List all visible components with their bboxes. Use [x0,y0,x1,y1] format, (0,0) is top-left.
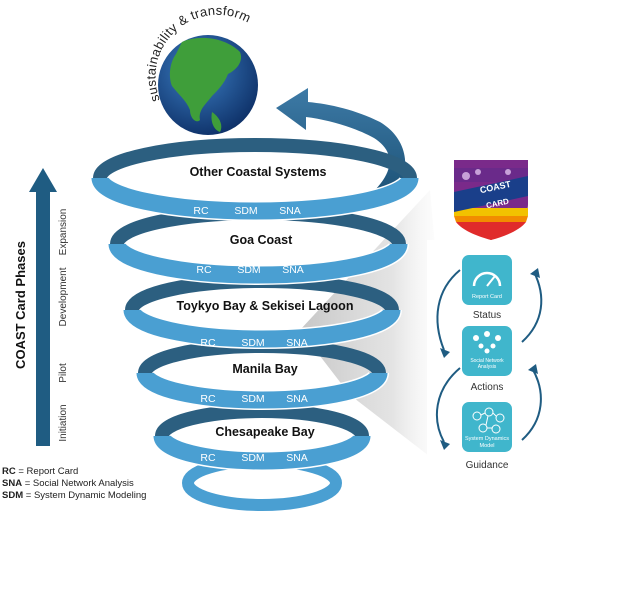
ring-1-sub-sdm: SDM [237,264,260,276]
legend-item-rc: RC = Report Card [2,466,79,477]
ring-1-sub-rc: RC [196,264,212,276]
gauge-icon [472,271,502,287]
ring-2-sub-sdm: SDM [241,337,264,349]
ring-4-sub-sna: SNA [286,452,308,464]
phase-label-development: Development [58,267,69,326]
cycle-tile-report-card: Report Card Status [462,255,512,321]
legend-item-sdm: SDM = System Dynamic Modeling [2,490,147,501]
ring-4-sub-sdm: SDM [241,452,264,464]
caption-guidance: Guidance [466,460,509,471]
phases-axis-head [29,168,57,192]
ring-4-sub-rc: RC [200,452,216,464]
ring-1-sub-sna: SNA [282,264,304,276]
phase-label-expansion: Expansion [58,209,69,256]
coast-card-badge: COAST CARD [454,160,528,240]
ring-front-band-2 [123,308,401,348]
ring-label-3: Manila Bay [232,362,297,376]
phases-axis: COAST Card Phases Initiation Pilot Develop… [13,168,69,446]
tile-report-card-label: Report Card [472,294,502,300]
ring-3-sub-sna: SNA [286,393,308,405]
cycle-arrow-right-top [521,271,543,343]
ring-front-band-3 [136,371,388,409]
rise-arrow-body [276,88,406,205]
ring-0-sub-sdm: SDM [234,205,257,217]
ring-label-1: Goa Coast [230,233,293,247]
phases-axis-shaft [36,188,50,446]
cycle-arrow-left-top [436,269,461,351]
globe-continent [169,37,242,122]
phase-label-pilot: Pilot [58,363,69,383]
ring-label-0: Other Coastal Systems [190,165,327,179]
legend: RC = Report Card SNA = Social Network An… [2,466,146,502]
ring-front-band-0 [91,176,419,220]
ring-label-4: Chesapeake Bay [215,425,314,439]
cycle-arrow-left-bottom [435,367,461,443]
ring-2-sub-rc: RC [200,337,216,349]
caption-actions: Actions [471,382,504,393]
cycle-arrow-right-bottom [521,367,542,441]
cycle-arrows [435,268,543,450]
phase-label-initiation: Initiation [58,404,69,441]
ring-0-sub-rc: RC [193,205,209,217]
phase-labels: Initiation Pilot Development Expansion [58,209,69,442]
ring-3-sub-rc: RC [200,393,216,405]
ring-3-sub-sdm: SDM [241,393,264,405]
ring-0-sub-sna: SNA [279,205,301,217]
ring-front-band-4 [153,434,371,470]
ring-label-2: Toykyo Bay & Sekisei Lagoon [177,299,354,313]
model-network-icon [472,407,505,434]
caption-status: Status [473,310,501,321]
phases-axis-title: COAST Card Phases [13,241,28,369]
ring-back-4 [155,404,369,438]
globe: sustainability & transformation [0,0,258,135]
ring-front-band-1 [108,242,408,284]
ring-back-0 [93,138,417,180]
network-people-icon [473,331,501,354]
ring-2-sub-sna: SNA [286,337,308,349]
legend-item-sna: SNA = Social Network Analysis [2,478,134,489]
